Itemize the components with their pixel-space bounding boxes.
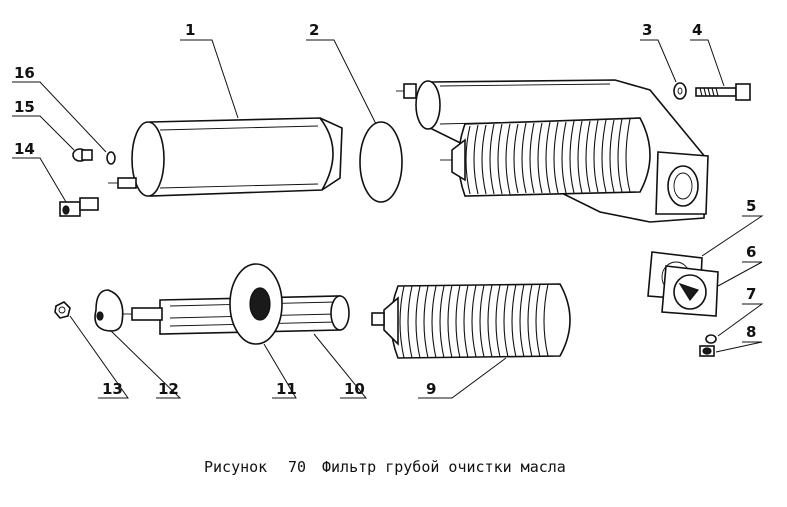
- callout-12: 12: [158, 380, 179, 398]
- part-2-seal-ring: [359, 121, 403, 203]
- part-4-bolt: [695, 83, 751, 101]
- callout-8: 8: [746, 323, 756, 341]
- callout-4: 4: [692, 21, 702, 39]
- callout-16: 16: [14, 64, 35, 82]
- callout-5: 5: [746, 197, 756, 215]
- figure-caption-title: Фильтр грубой очистки масла: [322, 458, 566, 476]
- part-12-cone: [94, 289, 124, 332]
- part-13-nut: [54, 301, 71, 319]
- assembled-filter-body: [396, 79, 709, 223]
- part-14-fitting: [59, 197, 99, 217]
- part-15-plug: [72, 148, 93, 162]
- callout-11: 11: [276, 380, 297, 398]
- callout-13: 13: [102, 380, 123, 398]
- callout-6: 6: [746, 243, 756, 261]
- callout-15: 15: [14, 98, 35, 116]
- part-1-housing: [108, 117, 343, 197]
- callout-10: 10: [344, 380, 365, 398]
- callout-14: 14: [14, 140, 35, 158]
- part-3-washer: [673, 82, 687, 100]
- part-8-plug: [699, 345, 715, 357]
- part-7-small-ring: [705, 334, 717, 344]
- callout-3: 3: [642, 21, 652, 39]
- part-9-filter-element: [371, 283, 571, 359]
- callout-2: 2: [309, 21, 319, 39]
- figure-caption-number: 70: [288, 458, 306, 476]
- callout-1: 1: [185, 21, 195, 39]
- leader-lines: [12, 39, 764, 399]
- callout-9: 9: [426, 380, 436, 398]
- callout-7: 7: [746, 285, 756, 303]
- figure-caption-prefix: Рисунок: [204, 458, 267, 476]
- part-11-disc: [229, 263, 283, 345]
- part-16-ring: [106, 151, 116, 165]
- part-6-flange: [661, 265, 719, 317]
